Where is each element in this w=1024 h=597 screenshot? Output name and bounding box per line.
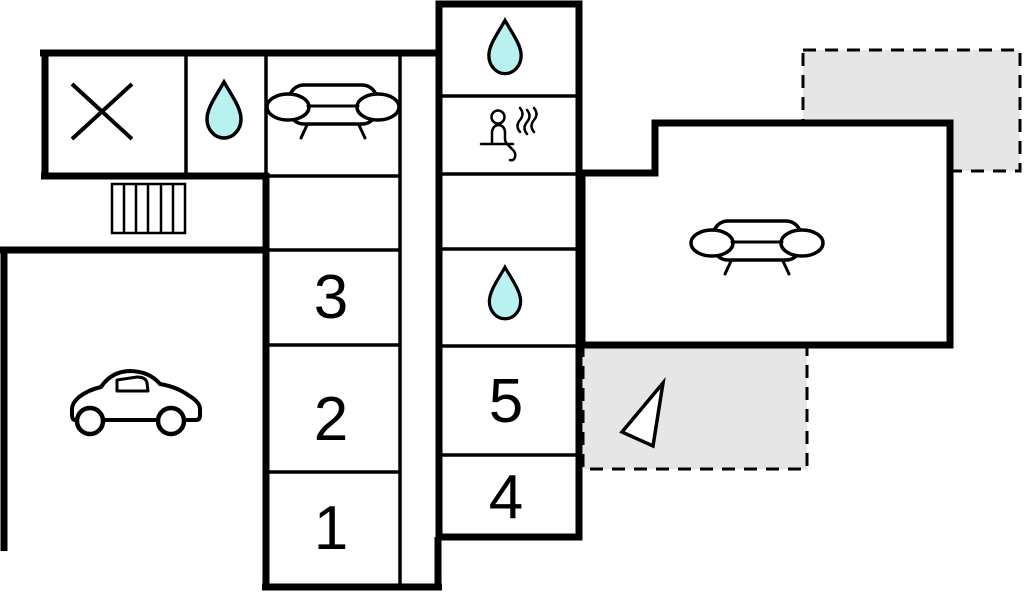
car-icon: [70, 369, 202, 437]
middle-column: [435, 0, 583, 541]
room-label-3: 3: [314, 263, 348, 332]
sofa-icon: [689, 219, 825, 276]
sauna-icon: [479, 106, 538, 162]
sofa-icon: [265, 83, 401, 140]
room-label-5: 5: [489, 367, 523, 436]
middle-column-dividers: [442, 94, 576, 457]
north-arrow-icon: [619, 377, 666, 449]
middle-column-outline: [435, 0, 583, 541]
terrace-bottom-right: [581, 345, 809, 471]
cross-icon: [70, 82, 134, 141]
room-label-1: 1: [314, 494, 348, 563]
room-label-2: 2: [314, 385, 348, 454]
interior-walls: [184, 53, 402, 587]
room-labels: 3 2 1 5 4: [314, 263, 523, 563]
water-drop-icon: [205, 78, 243, 140]
water-drop-icon: [487, 17, 523, 76]
room-label-4: 4: [489, 463, 523, 532]
outer-walls: [0, 49, 442, 591]
water-drop-icon: [487, 263, 523, 321]
stairs-icon: [110, 182, 187, 235]
